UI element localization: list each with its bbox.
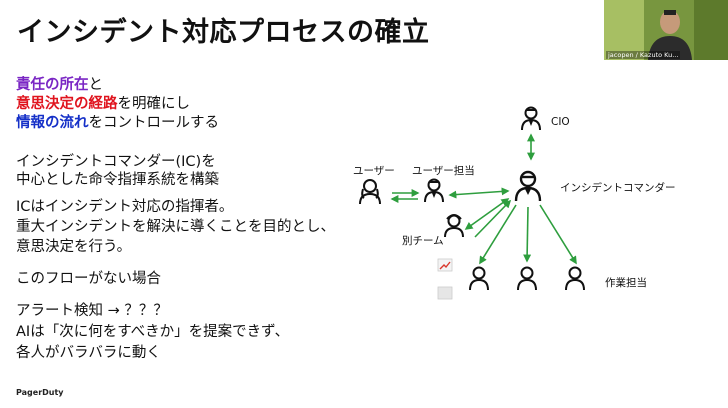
arrow-owner-commander: [448, 187, 510, 199]
body-line: アラート検知 → ？？？: [16, 303, 168, 319]
worker-person-icon: [565, 266, 585, 291]
command-structure-diagram: [359, 106, 585, 300]
highlight-responsibility: 責任の所在: [16, 77, 89, 93]
body-line: 各人がバラバラに動く: [16, 345, 161, 361]
body-line: インシデントコマンダー(IC)を: [16, 154, 216, 170]
arrow-team-commander-2: [474, 199, 512, 238]
document-icon: [437, 286, 453, 300]
pagerduty-logo: PagerDuty: [16, 388, 64, 397]
participant-video-tile[interactable]: jacopen / Kazuto Ku...: [604, 0, 728, 60]
chart-icon: [437, 258, 453, 272]
body-line: AIは「次に何をすべきか」を提案できず、: [16, 324, 290, 340]
label-other-team: 別チーム: [402, 235, 444, 247]
label-worker: 作業担当: [605, 277, 647, 289]
intro-line-1-rest: と: [88, 77, 104, 93]
label-commander: インシデントコマンダー: [560, 182, 676, 194]
intro-line-3: 情報の流れをコントロールする: [16, 114, 219, 132]
highlight-info-flow: 情報の流れ: [16, 115, 89, 131]
intro-line-3-rest: をコントロールする: [88, 115, 220, 131]
video-background: [604, 0, 728, 60]
worker-person-icon: [469, 266, 489, 291]
label-user-owner: ユーザー担当: [412, 165, 475, 177]
label-user: ユーザー: [353, 165, 395, 177]
worker-person-icon: [517, 266, 537, 291]
user-owner-person-icon: [424, 178, 444, 203]
user-person-icon: [359, 179, 381, 205]
arrow-commander-worker-3: [539, 204, 577, 265]
intro-line-1: 責任の所在と: [16, 76, 103, 94]
intro-line-2-rest: を明確にし: [117, 96, 191, 112]
body-line: 重大インシデントを解決に導くことを目的とし、: [16, 219, 335, 235]
arrow-commander-worker-2: [523, 206, 532, 263]
body-line: 意思決定を行う。: [16, 239, 132, 255]
body-line: 中心とした命令指揮系統を構築: [16, 172, 219, 188]
arrows: [390, 133, 577, 265]
slide-title: インシデント対応プロセスの確立: [17, 17, 430, 48]
label-cio: CIO: [551, 116, 570, 128]
cio-person-icon: [521, 106, 541, 131]
participant-name: jacopen / Kazuto Ku...: [606, 51, 681, 59]
body-line: ICはインシデント対応の指揮者。: [16, 199, 234, 215]
arrow-team-commander: [464, 198, 510, 230]
intro-line-2: 意思決定の経路を明確にし: [16, 95, 190, 113]
arrow-commander-worker-1: [479, 204, 517, 265]
body-line: このフローがない場合: [16, 271, 161, 287]
highlight-decision-path: 意思決定の経路: [16, 96, 118, 112]
other-team-person-icon: [444, 214, 464, 238]
commander-person-icon: [514, 170, 542, 202]
